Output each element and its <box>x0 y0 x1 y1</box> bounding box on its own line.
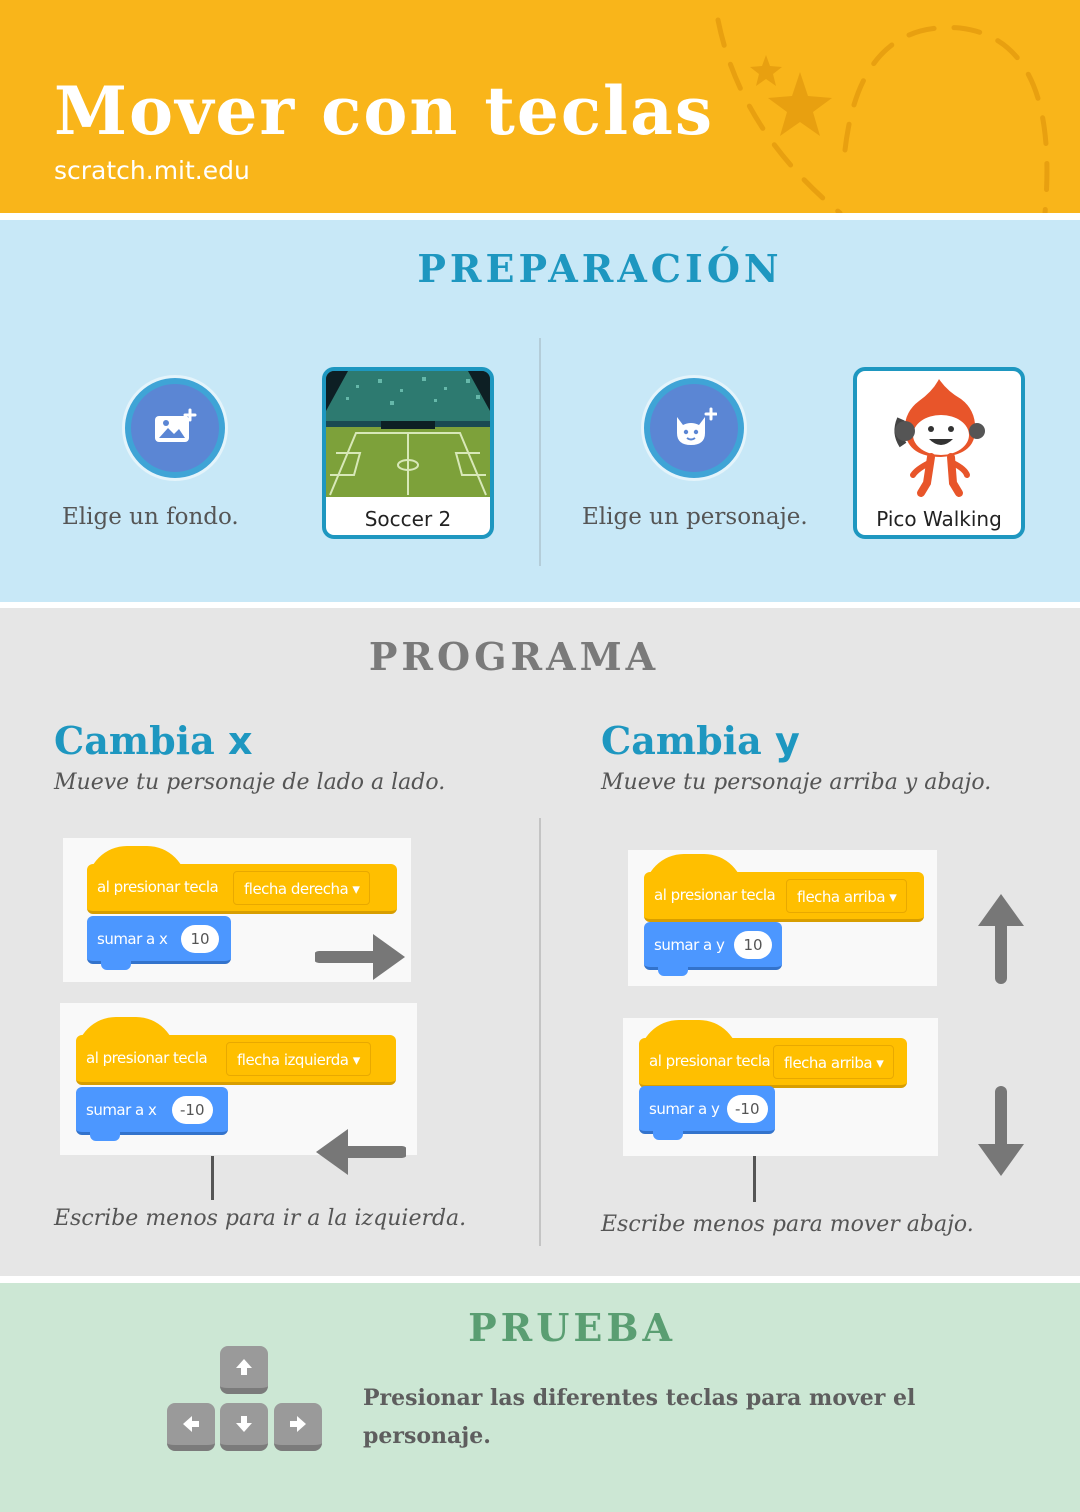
hat-block-text: al presionar tecla <box>654 886 776 904</box>
change-x-block[interactable]: sumar a x 10 <box>87 916 231 970</box>
program-title: PROGRAMA <box>368 634 660 679</box>
site-url: scratch.mit.edu <box>54 156 250 185</box>
when-key-pressed-block[interactable]: al presionar tecla flecha arriba ▾ <box>644 854 924 922</box>
change-y-heading-var: y <box>774 719 800 763</box>
choose-backdrop-icon <box>155 408 197 442</box>
change-x-heading-word: Cambia <box>54 718 215 763</box>
key-dropdown[interactable]: flecha izquierda ▾ <box>226 1042 371 1076</box>
arrow-left-icon <box>316 1129 406 1175</box>
choose-backdrop-button[interactable] <box>125 378 225 478</box>
hat-block-text: al presionar tecla <box>97 878 219 896</box>
hat-block-text: al presionar tecla <box>86 1049 208 1067</box>
test-title: PRUEBA <box>468 1305 676 1350</box>
arrow-up-key <box>220 1346 268 1394</box>
stars-decoration-icon <box>715 17 1050 213</box>
section-divider <box>539 818 541 1246</box>
page-title: Mover con teclas <box>54 72 714 150</box>
backdrop-card-label: Soccer 2 <box>364 507 452 531</box>
sprite-card-pico[interactable]: Pico Walking <box>853 367 1025 539</box>
change-x-block[interactable]: sumar a x -10 <box>76 1087 228 1141</box>
pico-walking-sprite <box>894 379 985 497</box>
hat-block-text: al presionar tecla <box>649 1052 771 1070</box>
arrow-right-icon <box>315 934 405 980</box>
change-x-heading-var: x <box>227 719 253 763</box>
when-key-pressed-block[interactable]: al presionar tecla flecha izquierda ▾ <box>76 1017 396 1085</box>
arrow-left-key-icon <box>183 1416 199 1432</box>
header-banner: Mover con teclas scratch.mit.edu <box>0 0 1080 213</box>
change-x-note: Escribe menos para ir a la izquierda. <box>54 1206 467 1231</box>
code-panel-left: al presionar tecla flecha izquierda ▾ su… <box>60 1003 417 1175</box>
star-icon <box>768 72 832 136</box>
value-input[interactable]: -10 <box>172 1096 213 1124</box>
motion-block-text: sumar a x <box>86 1101 157 1119</box>
change-x-heading: Cambia x <box>54 718 252 763</box>
setup-title: PREPARACIÓN <box>417 246 783 291</box>
code-panel-up: al presionar tecla flecha arriba ▾ sumar… <box>628 850 937 986</box>
change-y-subtitle: Mueve tu personaje arriba y abajo. <box>601 770 992 795</box>
sprite-card-label: Pico Walking <box>876 507 1002 531</box>
test-instructions: Presionar las diferentes teclas para mov… <box>363 1385 916 1449</box>
program-section: PROGRAMA Cambia x Mueve tu personaje de … <box>0 608 1080 1276</box>
change-y-block[interactable]: sumar a y -10 <box>639 1086 775 1140</box>
motion-block-text: sumar a x <box>97 930 168 948</box>
choose-sprite-button[interactable] <box>644 378 744 478</box>
key-dropdown[interactable]: flecha arriba ▾ <box>786 879 908 913</box>
key-dropdown[interactable]: flecha derecha ▾ <box>233 871 371 905</box>
motion-block-text: sumar a y <box>654 936 725 954</box>
arrow-down-key-icon <box>236 1416 252 1432</box>
key-dropdown[interactable]: flecha arriba ▾ <box>773 1045 895 1079</box>
callout-line <box>753 1156 756 1202</box>
soccer-field-thumbnail <box>326 371 490 497</box>
when-key-pressed-block[interactable]: al presionar tecla flecha derecha ▾ <box>87 846 397 914</box>
choose-backdrop-label: Elige un fondo. <box>62 504 239 530</box>
arrow-up-icon <box>978 894 1024 984</box>
motion-block-text: sumar a y <box>649 1100 720 1118</box>
arrow-right-key <box>274 1403 322 1451</box>
callout-line <box>211 1156 214 1200</box>
value-input[interactable]: -10 <box>727 1095 768 1123</box>
change-x-subtitle: Mueve tu personaje de lado a lado. <box>54 770 446 795</box>
choose-sprite-label: Elige un personaje. <box>582 504 808 530</box>
arrow-down-icon <box>978 1086 1024 1176</box>
star-icon <box>750 55 782 86</box>
arrow-right-key-icon <box>290 1416 306 1432</box>
change-y-heading: Cambia y <box>601 718 800 763</box>
change-y-note: Escribe menos para mover abajo. <box>601 1212 974 1237</box>
value-input[interactable]: 10 <box>734 931 772 959</box>
section-divider <box>539 338 541 566</box>
choose-sprite-icon <box>677 407 717 445</box>
code-panel-down: al presionar tecla flecha arriba ▾ sumar… <box>623 1018 938 1156</box>
arrow-down-key <box>220 1403 268 1451</box>
value-input[interactable]: 10 <box>181 925 219 953</box>
setup-section: PREPARACIÓN Elige un fondo. <box>0 220 1080 602</box>
test-section: PRUEBA Presionar las diferentes teclas p… <box>0 1283 1080 1512</box>
change-y-block[interactable]: sumar a y 10 <box>644 922 782 976</box>
backdrop-card-soccer[interactable]: Soccer 2 <box>322 367 494 539</box>
arrow-left-key <box>167 1403 215 1451</box>
arrow-up-key-icon <box>236 1359 252 1375</box>
change-y-heading-word: Cambia <box>601 718 762 763</box>
when-key-pressed-block[interactable]: al presionar tecla flecha arriba ▾ <box>639 1020 907 1088</box>
code-panel-right: al presionar tecla flecha derecha ▾ suma… <box>63 838 411 982</box>
